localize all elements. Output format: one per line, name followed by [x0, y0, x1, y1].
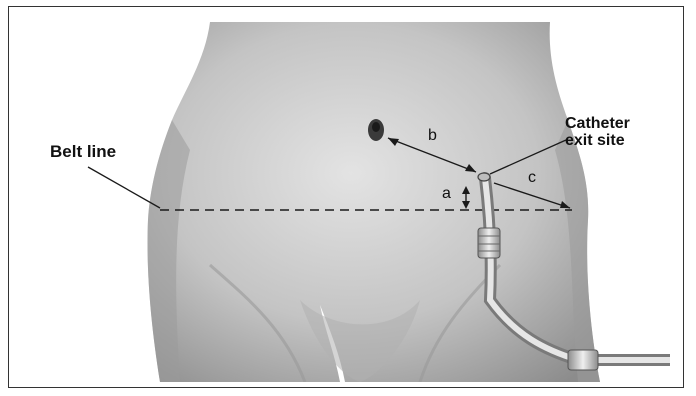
catheter-exit-site-label: Catheter exit site — [565, 116, 630, 150]
catheter-connector — [478, 228, 500, 258]
catheter-exit-site — [478, 173, 490, 181]
belt-line-label: Belt line — [50, 143, 116, 161]
catheter-end-fitting — [568, 350, 598, 370]
catheter-label-line2: exit site — [565, 133, 630, 150]
distance-b-label: b — [428, 128, 437, 145]
distance-a-label: a — [442, 186, 451, 203]
catheter-label-line1: Catheter — [565, 116, 630, 133]
distance-c-label: c — [528, 170, 536, 187]
abdomen-illustration — [38, 22, 670, 382]
